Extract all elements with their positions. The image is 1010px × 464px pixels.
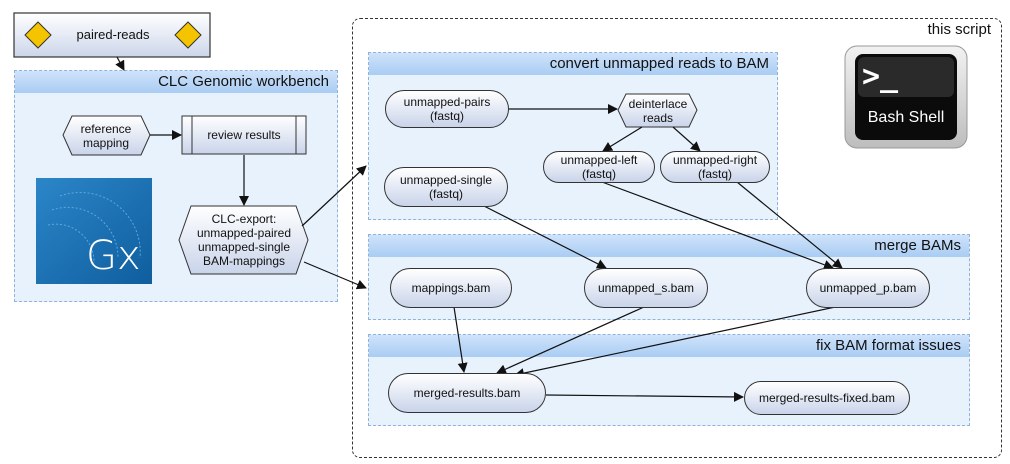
unmapped-p-bam-node: unmapped_p.bam [806, 268, 930, 308]
input-diamond-right-icon [174, 21, 202, 49]
review-results-label: review results [207, 128, 281, 142]
arrow-merged-to-fixed [545, 391, 744, 402]
arrow-deinterlace-to-right [672, 126, 701, 152]
unmapped-single-node: unmapped-single (fastq) [384, 167, 508, 207]
arrows [115, 56, 843, 402]
convert-group-title: convert unmapped reads to BAM [369, 53, 777, 75]
input-diamond-left-icon [24, 21, 52, 49]
review-results-shape [181, 115, 307, 155]
arrow-single-to-unmapped-s [483, 205, 607, 269]
clc-logo-icon [36, 178, 152, 284]
deinterlace-label: deinterlace reads [628, 96, 688, 125]
arrow-mappings-to-merged [453, 306, 468, 373]
bash-shell-label: Bash Shell [867, 109, 945, 126]
clc-export-shape [178, 205, 309, 275]
mappings-bam-node: mappings.bam [390, 268, 512, 308]
reference-mapping-shape [62, 115, 151, 156]
merge-group-title: merge BAMs [369, 235, 969, 257]
arrow-left-to-unmapped-p [601, 181, 834, 270]
input-label: paired-reads [76, 27, 150, 42]
clc-export-label: CLC-export: unmapped-paired unmapped-sin… [196, 212, 292, 268]
unmapped-s-bam-node: unmapped_s.bam [584, 268, 708, 308]
unmapped-right-node: unmapped-right (fastq) [660, 151, 770, 183]
clc-group-title: CLC Genomic workbench [15, 71, 337, 93]
clc-logo-letters: Gx [86, 233, 141, 279]
arrow-export-to-convert [301, 165, 367, 227]
merged-results-fixed-node: merged-results-fixed.bam [744, 381, 910, 415]
arrow-input-to-clc [115, 56, 125, 71]
deinterlace-shape [617, 93, 698, 128]
arrow-deinterlace-to-left [602, 126, 643, 152]
script-title: this script [927, 21, 991, 38]
reference-mapping-label: reference mapping [80, 121, 132, 150]
bash-shell-icon [844, 45, 968, 149]
arrow-export-to-merge [303, 261, 367, 290]
unmapped-pairs-node: unmapped-pairs (fastq) [385, 90, 509, 128]
unmapped-left-node: unmapped-left (fastq) [543, 151, 655, 183]
merged-results-node: merged-results.bam [388, 373, 546, 413]
arrow-right-to-unmapped-p [736, 181, 843, 269]
arrow-unmapped-p-to-merged [514, 305, 841, 379]
fix-group-title: fix BAM format issues [369, 335, 969, 357]
bash-shell-prompt: >_ [862, 59, 899, 94]
arrow-unmapped-s-to-merged [496, 306, 645, 374]
